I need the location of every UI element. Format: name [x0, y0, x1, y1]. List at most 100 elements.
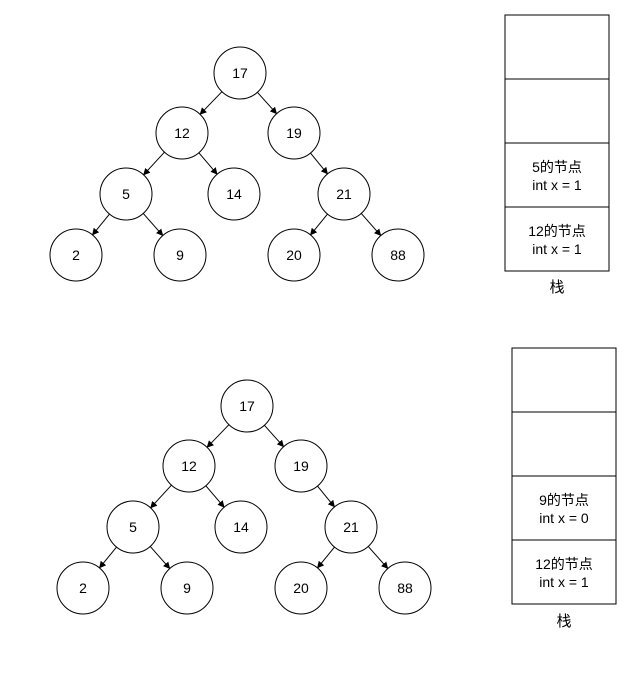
stack-frame-node: 12的节点 — [528, 223, 586, 239]
tree-node-circle — [56, 561, 110, 615]
tree-node-12: 12 — [155, 106, 209, 160]
tree-node-2: 2 — [49, 228, 103, 282]
tree-node-circle — [378, 561, 432, 615]
tree-edge-12-14 — [205, 485, 225, 508]
tree-node-circle — [213, 46, 267, 100]
tree-node-circle — [207, 167, 261, 221]
stack-frame-3: 5的节点 int x = 1 — [504, 142, 610, 208]
tree-edge-5-2 — [99, 546, 117, 569]
stack-frame-variable: int x = 1 — [532, 241, 582, 257]
tree-node-label: 12 — [181, 458, 197, 474]
tree-node-14: 14 — [214, 500, 268, 554]
tree-node-circle — [155, 106, 209, 160]
stack-frame-2 — [504, 78, 610, 144]
tree-node-2: 2 — [56, 561, 110, 615]
tree-node-14: 14 — [207, 167, 261, 221]
tree-node-9: 9 — [160, 561, 214, 615]
tree-node-label: 2 — [72, 247, 80, 263]
tree-edge-21-20 — [310, 213, 328, 236]
tree-node-label: 21 — [336, 186, 352, 202]
stack-frame-1 — [504, 14, 610, 80]
stack: 5的节点 int x = 1 12的节点 int x = 1 栈 — [504, 14, 610, 296]
stack-frame-box — [511, 411, 617, 477]
stack-frame-node: 12的节点 — [535, 556, 593, 572]
tree-node-circle — [267, 228, 321, 282]
stack-frame-box — [504, 142, 610, 208]
stack-label: 栈 — [549, 279, 564, 296]
tree-node-20: 20 — [267, 228, 321, 282]
tree-node-circle — [106, 500, 160, 554]
tree-node-label: 5 — [129, 519, 137, 535]
tree-node-label: 88 — [397, 580, 413, 596]
tree-node-circle — [220, 379, 274, 433]
tree-node-19: 19 — [267, 106, 321, 160]
tree-node-20: 20 — [274, 561, 328, 615]
stack-frame-box — [511, 539, 617, 605]
tree-node-label: 88 — [390, 247, 406, 263]
stack-frame-4: 12的节点 int x = 1 — [511, 539, 617, 605]
tree-node-17: 17 — [213, 46, 267, 100]
tree-node-19: 19 — [274, 439, 328, 493]
tree-node-label: 9 — [183, 580, 191, 596]
stack-frame-variable: int x = 1 — [532, 177, 582, 193]
tree-edge-12-5 — [143, 151, 165, 176]
tree-edge-21-88 — [367, 546, 389, 570]
stack-frame-box — [511, 475, 617, 541]
stack: 9的节点 int x = 0 12的节点 int x = 1 栈 — [511, 347, 617, 630]
tree-node-circle — [214, 500, 268, 554]
tree-node-circle — [160, 561, 214, 615]
tree-edge-5-9 — [149, 546, 171, 570]
tree-edge-12-5 — [150, 484, 172, 509]
diagram-2: 17 12 19 5 14 21 2 9 20 88 9的节点 int x = 0 12的节点 int x… — [56, 347, 617, 630]
stack-frame-node: 5的节点 — [532, 159, 582, 175]
tree-node-label: 2 — [79, 580, 87, 596]
tree-edge-21-88 — [360, 213, 382, 237]
stack-frame-box — [504, 14, 610, 80]
tree-node-circle — [99, 167, 153, 221]
tree-node-label: 14 — [226, 186, 242, 202]
tree-node-circle — [317, 167, 371, 221]
stack-frame-box — [504, 206, 610, 272]
tree-node-12: 12 — [162, 439, 216, 493]
tree-edge-17-12 — [199, 91, 223, 115]
tree-node-circle — [371, 228, 425, 282]
tree-edge-17-19 — [264, 424, 285, 448]
tree-node-label: 21 — [343, 519, 359, 535]
tree-node-21: 21 — [317, 167, 371, 221]
tree-node-circle — [274, 439, 328, 493]
tree-node-5: 5 — [106, 500, 160, 554]
stack-frame-1 — [511, 347, 617, 413]
tree-node-5: 5 — [99, 167, 153, 221]
tree-edge-19-21 — [317, 485, 335, 508]
stack-frame-3: 9的节点 int x = 0 — [511, 475, 617, 541]
tree-edge-19-21 — [310, 152, 328, 175]
tree-node-label: 19 — [293, 458, 309, 474]
tree-node-circle — [267, 106, 321, 160]
tree-edge-17-19 — [257, 91, 278, 115]
stack-frame-node: 9的节点 — [539, 492, 589, 508]
stack-label: 栈 — [556, 613, 571, 630]
tree-node-label: 9 — [176, 247, 184, 263]
tree-node-label: 20 — [286, 247, 302, 263]
tree-node-17: 17 — [220, 379, 274, 433]
stack-frame-box — [511, 347, 617, 413]
tree-node-circle — [49, 228, 103, 282]
tree-node-label: 17 — [239, 398, 255, 414]
tree-node-21: 21 — [324, 500, 378, 554]
tree-edge-5-2 — [92, 213, 110, 236]
stack-frame-4: 12的节点 int x = 1 — [504, 206, 610, 272]
tree-edge-21-20 — [317, 546, 335, 569]
tree-node-circle — [324, 500, 378, 554]
tree-edge-5-9 — [142, 213, 164, 237]
tree-node-label: 14 — [233, 519, 249, 535]
stack-frame-2 — [511, 411, 617, 477]
tree-edge-17-12 — [206, 424, 230, 448]
tree-node-label: 5 — [122, 186, 130, 202]
tree-node-circle — [153, 228, 207, 282]
stack-frame-variable: int x = 0 — [539, 510, 589, 526]
tree-node-9: 9 — [153, 228, 207, 282]
stack-frame-variable: int x = 1 — [539, 574, 589, 590]
tree-node-circle — [274, 561, 328, 615]
